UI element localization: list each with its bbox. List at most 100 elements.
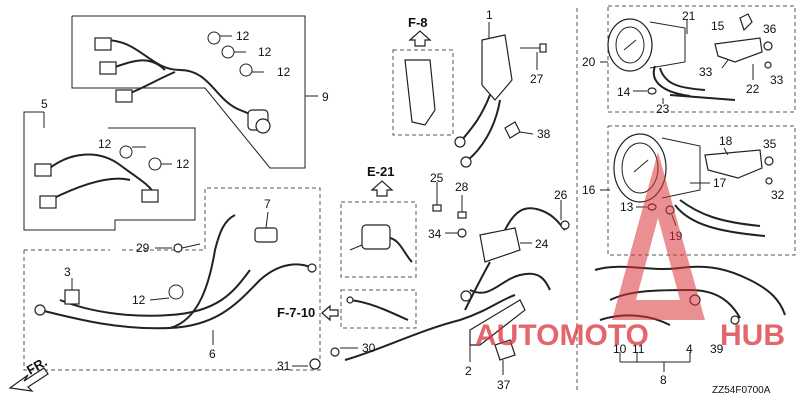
e21-reference: E-21 [367,164,394,179]
label-27: 27 [530,72,544,86]
clamp-icon [64,289,80,305]
connector-icon [39,195,57,209]
harness-5-group: 5 12 12 [23,97,196,231]
connector-icon [115,89,133,103]
label-37: 37 [497,378,511,392]
connector-icon [141,189,159,203]
label-22: 22 [746,82,760,96]
watermark: AUTOMOTO HUB [475,152,785,352]
label-24: 24 [535,237,549,251]
label-33: 33 [770,73,784,87]
label-8: 8 [660,373,667,387]
clip-icon [168,284,184,300]
terminal-icon [307,263,317,273]
nut-icon [764,156,774,166]
diagram-code: ZZ54F0700A [712,385,771,396]
clip-icon [119,145,133,159]
label-16: 16 [582,183,596,197]
bracket-icon [404,59,436,126]
connector-icon [99,61,117,75]
label-12: 12 [258,45,272,59]
bracket-icon [714,37,763,63]
harness-6-wire [39,263,313,330]
label-20: 20 [582,55,596,69]
nut-icon [330,347,340,357]
harness-9-wire [104,39,261,119]
up-arrow-icon [408,30,432,47]
nut-icon [763,41,773,51]
connector-icon [94,37,112,51]
label-26: 26 [554,188,568,202]
bulb-icon [647,87,657,95]
relay-icon [254,227,278,243]
f710-reference-group: F-7-10 [277,289,417,329]
front-direction-marker: FR. [8,354,50,392]
label-14: 14 [617,85,631,99]
bracket-icon [704,149,763,179]
starter-relay-icon [361,224,391,250]
label-6: 6 [209,347,216,361]
label-34: 34 [428,227,442,241]
clip-icon [504,121,521,139]
unit-1-group: 1 27 38 [454,8,551,168]
label-2: 2 [465,364,472,378]
label-21: 21 [682,9,696,23]
meter-16-group: 16 17 18 35 32 13 19 [582,125,796,256]
e21-reference-group: E-21 [340,164,417,278]
label-23: 23 [656,102,670,116]
label-28: 28 [455,180,469,194]
connector-icon [34,163,52,177]
label-10: 10 [613,342,627,356]
bulb-icon [739,13,753,32]
bracket-icon [469,299,526,346]
bolt-icon [173,243,183,253]
f8-reference: F-8 [408,15,428,30]
harness-9-group: 12 12 12 9 [71,15,329,169]
meter-20-group: 20 21 15 36 33 33 22 14 23 [582,5,796,116]
label-9: 9 [322,90,329,104]
label-30: 30 [362,341,376,355]
clip-icon [494,339,516,361]
terminal-icon [34,304,46,316]
label-12: 12 [98,137,112,151]
label-12: 12 [236,29,250,43]
clip-icon [148,157,162,171]
clip-icon [239,63,253,77]
washer-icon [457,228,467,238]
watermark-text-b: HUB [720,319,785,352]
clip-icon [221,45,235,59]
label-3: 3 [64,265,71,279]
label-32: 32 [771,188,785,202]
label-18: 18 [719,134,733,148]
f8-reference-group: F-8 [392,15,454,136]
label-13: 13 [620,200,634,214]
label-36: 36 [763,22,777,36]
label-35: 35 [763,137,777,151]
label-1: 1 [486,8,493,22]
label-31: 31 [277,359,291,373]
watermark-logo-icon [612,152,705,320]
regulator-icon [479,227,521,263]
label-33: 33 [699,65,713,79]
center-parts-group: 25 28 34 24 26 2 31 30 37 [277,171,570,392]
label-17: 17 [713,176,727,190]
label-11: 11 [632,342,645,356]
clip-icon [207,31,221,45]
up-arrow-icon [370,180,394,197]
label-5: 5 [41,97,48,111]
harness-5-wire [44,153,156,196]
watermark-text-a: AUTOMOTO [475,319,649,352]
arrow-icon [8,367,49,392]
f710-reference: F-7-10 [277,305,315,320]
right-arrow-icon [321,304,339,322]
nut-icon [309,358,321,370]
label-25: 25 [430,171,444,185]
label-39: 39 [710,342,724,356]
bolt-icon [560,220,570,230]
label-12: 12 [277,65,291,79]
label-7: 7 [264,197,271,211]
label-15: 15 [711,19,725,33]
label-29: 29 [136,241,150,255]
